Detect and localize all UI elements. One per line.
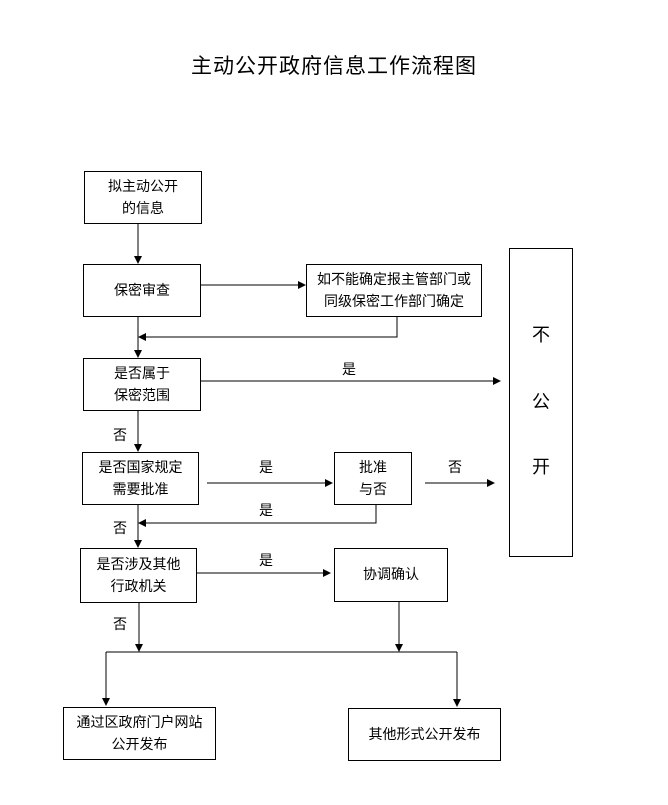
label-scope-no: 否 [113, 428, 127, 444]
node-text: 需要批准 [112, 481, 169, 498]
node-text: 保密范围 [114, 387, 170, 404]
node-text: 不 [532, 325, 550, 346]
node-text: 与否 [359, 481, 387, 498]
label-rule-yes: 是 [259, 460, 273, 476]
node-text: 是否属于 [114, 365, 170, 382]
node-publish-web: 通过区政府门户网站公开发布 [63, 707, 216, 760]
node-confidentiality-review: 保密审查 [83, 264, 201, 317]
node-escalate: 如不能确定报主管部门或同级保密工作部门确定 [306, 264, 482, 317]
label-agency-no: 否 [113, 617, 127, 633]
node-text: 同级保密工作部门确定 [324, 293, 464, 310]
node-text: 是否涉及其他 [96, 556, 181, 573]
node-publish-other: 其他形式公开发布 [348, 708, 501, 761]
label-agency-yes: 是 [259, 553, 273, 569]
node-text: 如不能确定报主管部门或 [317, 271, 471, 288]
edge-approve-yes [138, 504, 377, 527]
page-title: 主动公开政府信息工作流程图 [191, 54, 477, 78]
edge-escalate-return [138, 316, 398, 341]
node-text: 公开发布 [111, 736, 168, 753]
node-text: 开 [532, 457, 550, 478]
node-text: 是否国家规定 [98, 459, 183, 476]
label-approve-no: 否 [448, 460, 462, 476]
node-text: 行政机关 [110, 578, 167, 595]
node-draft-info: 拟主动公开的信息 [84, 171, 202, 224]
label-approve-yes: 是 [259, 503, 273, 519]
node-text: 协调确认 [363, 567, 419, 583]
label-rule-no: 否 [113, 521, 127, 537]
node-text: 批准 [359, 459, 387, 476]
node-national-rule: 是否国家规定需要批准 [82, 452, 199, 505]
node-text: 保密审查 [114, 282, 170, 299]
node-coordinate: 协调确认 [334, 548, 448, 602]
node-other-agency: 是否涉及其他行政机关 [80, 548, 197, 603]
node-text: 拟主动公开 [108, 178, 178, 195]
node-not-public: 不 公 开 [509, 248, 573, 557]
node-text: 其他形式公开发布 [368, 726, 481, 743]
node-approve: 批准与否 [334, 452, 412, 505]
node-secret-scope: 是否属于保密范围 [83, 358, 201, 411]
label-scope-yes: 是 [342, 362, 356, 378]
node-text: 通过区政府门户网站 [76, 714, 203, 731]
node-text: 公 [532, 392, 550, 413]
node-text: 的信息 [122, 200, 164, 217]
